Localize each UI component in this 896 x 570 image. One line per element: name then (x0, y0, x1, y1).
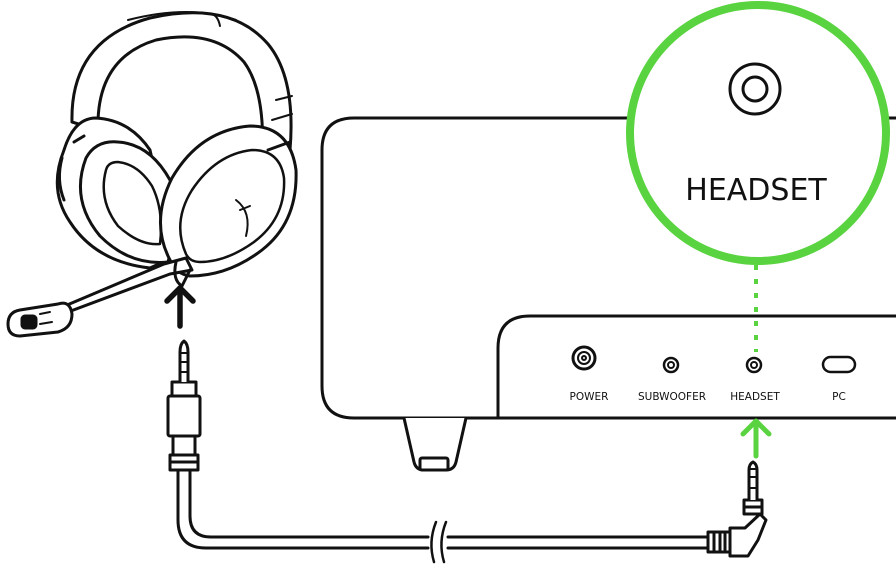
subwoofer-port: SUBWOOFER (638, 356, 706, 403)
headset-port: HEADSET (730, 356, 780, 403)
cable-break-mark (440, 520, 448, 564)
audio-cable (176, 466, 714, 564)
mic-boom (50, 256, 194, 320)
headset-jack-icon (745, 356, 763, 374)
port-panel (496, 314, 896, 420)
zoom-circle (626, 1, 890, 265)
zoom-label: HEADSET (685, 173, 827, 208)
headset-connect-arrow (164, 285, 196, 329)
headset-illustration (6, 11, 298, 338)
straight-plug (166, 339, 202, 472)
right-earcup (159, 124, 298, 278)
port-label-pc: PC (832, 391, 846, 403)
port-label-subwoofer: SUBWOOFER (638, 391, 706, 403)
mic-capsule (6, 301, 74, 338)
subwoofer-jack-icon (662, 356, 680, 374)
cable-break-mark (430, 520, 438, 564)
port-label-power: POWER (570, 391, 609, 403)
port-label-headset: HEADSET (730, 391, 780, 403)
usb-port-icon (821, 355, 857, 374)
power-port: POWER (570, 345, 609, 403)
zoom-callout: HEADSET (626, 1, 890, 265)
right-angle-plug (706, 460, 768, 558)
headset-jack-icon (728, 62, 782, 116)
pc-port: PC (821, 355, 857, 403)
port-connect-arrow (740, 418, 772, 459)
power-jack-icon (571, 345, 597, 371)
